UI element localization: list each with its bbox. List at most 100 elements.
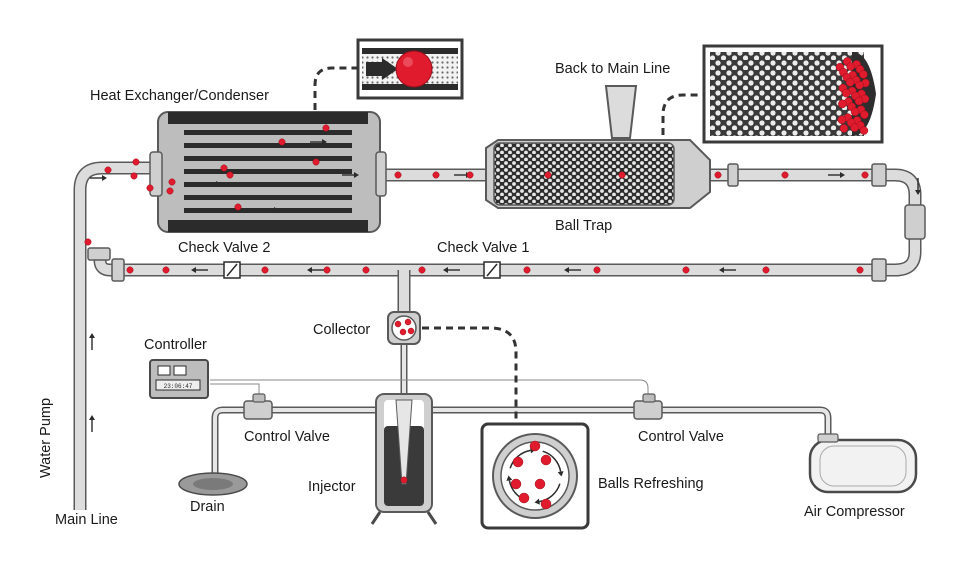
ball-icon <box>714 171 722 179</box>
ball-icon <box>132 158 140 166</box>
label-main-line: Main Line <box>55 512 118 528</box>
ball-icon <box>859 126 869 135</box>
flow-arrow-icon <box>342 172 359 178</box>
label-collector: Collector <box>313 322 370 338</box>
ball-icon <box>850 107 860 117</box>
label-air-compressor: Air Compressor <box>804 504 905 520</box>
ball-icon <box>162 266 170 274</box>
ball-icon <box>278 138 286 146</box>
ball-icon <box>593 266 601 274</box>
flow-arrow-icon <box>89 415 95 432</box>
ball-icon <box>841 88 851 98</box>
flow-arrow-icon <box>307 267 324 273</box>
ball-icon <box>394 171 402 179</box>
ball-icon <box>418 266 426 274</box>
flow-arrow-icon <box>828 172 845 178</box>
drain <box>178 472 248 496</box>
heat-exchanger <box>149 111 387 233</box>
flow-arrow-icon <box>191 267 208 273</box>
label-ball-trap: Ball Trap <box>555 218 612 234</box>
ball-icon <box>837 115 847 125</box>
ball-icon <box>859 70 868 79</box>
label-water-pump: Water Pump <box>38 398 54 478</box>
injector <box>370 393 438 525</box>
label-balls-refreshing: Balls Refreshing <box>598 476 704 492</box>
check-valve-2-icon <box>223 261 241 279</box>
inset-ball-pointer <box>313 66 358 110</box>
flow-arrow-icon <box>89 333 95 350</box>
label-injector: Injector <box>308 479 356 495</box>
label-check-valve-2: Check Valve 2 <box>178 240 270 256</box>
ball-icon <box>322 124 330 132</box>
label-control-valve-right: Control Valve <box>638 429 724 445</box>
ball-icon <box>850 123 859 132</box>
ball-icon <box>544 171 552 179</box>
inset-mesh-pointer <box>661 93 704 135</box>
flow-arrows <box>89 139 921 432</box>
ball-trap <box>485 139 711 209</box>
pipe-fittings <box>87 163 926 282</box>
ball-icon <box>838 99 847 109</box>
controller: 23:06:47 <box>149 359 209 399</box>
check-valve-1-icon <box>483 261 501 279</box>
control-valve-right-icon <box>633 393 663 420</box>
ball-icon <box>762 266 770 274</box>
pipe-balls <box>84 124 869 274</box>
label-controller: Controller <box>144 337 207 353</box>
rotation-arrow-icon <box>509 449 531 469</box>
flow-arrow-icon <box>915 178 921 195</box>
ball-icon <box>860 110 869 119</box>
ball-icon <box>845 78 855 87</box>
ball-icon <box>234 203 242 211</box>
inset-ball-pushed <box>356 38 464 100</box>
ball-icon <box>523 266 531 274</box>
flow-arrow-icon <box>443 267 460 273</box>
ball-icon <box>682 266 690 274</box>
ball-icon <box>130 172 138 180</box>
air-and-drain-lines <box>210 379 832 480</box>
air-compressor <box>808 433 918 494</box>
ball-icon <box>261 266 269 274</box>
ball-icon <box>839 124 849 133</box>
flow-arrow-icon <box>262 207 279 213</box>
ball-icon <box>146 184 154 192</box>
ball-icon <box>312 158 320 166</box>
ball-icon <box>855 80 864 90</box>
ball-icon <box>362 266 370 274</box>
ball-icon <box>166 187 174 195</box>
label-back-to-main-line: Back to Main Line <box>555 61 670 77</box>
flow-arrow-icon <box>310 139 327 145</box>
ball-icon <box>854 96 864 106</box>
label-control-valve-left: Control Valve <box>244 429 330 445</box>
flow-arrow-icon <box>564 267 581 273</box>
ball-icon <box>856 266 864 274</box>
ball-icon <box>618 171 626 179</box>
label-drain: Drain <box>190 499 225 515</box>
ball-icon <box>226 171 234 179</box>
flow-arrow-icon <box>204 181 221 187</box>
collector-pointer <box>422 326 518 424</box>
ball-icon <box>781 171 789 179</box>
rotation-arrow-icon <box>542 450 562 472</box>
ball-icon <box>846 62 855 71</box>
inset-ball-trap-mesh <box>702 44 884 144</box>
ball-icon <box>861 171 869 179</box>
ball-icon <box>84 238 92 246</box>
water-pipe-network <box>73 85 922 510</box>
ball-icon <box>432 171 440 179</box>
rotation-arrow-icon <box>539 483 561 503</box>
ball-icon <box>168 178 176 186</box>
label-heat-exchanger: Heat Exchanger/Condenser <box>90 88 269 104</box>
ball-icon <box>126 266 134 274</box>
flow-arrow-icon <box>719 267 736 273</box>
controller-display: 23:06:47 <box>164 383 193 390</box>
ball-icon <box>323 266 331 274</box>
ball-icon <box>220 164 228 172</box>
flow-arrow-icon <box>90 175 107 181</box>
ball-icon <box>104 166 112 174</box>
label-check-valve-1: Check Valve 1 <box>437 240 529 256</box>
collector <box>387 311 421 345</box>
balls-refreshing-inset <box>480 422 590 530</box>
ball-icon <box>466 171 474 179</box>
